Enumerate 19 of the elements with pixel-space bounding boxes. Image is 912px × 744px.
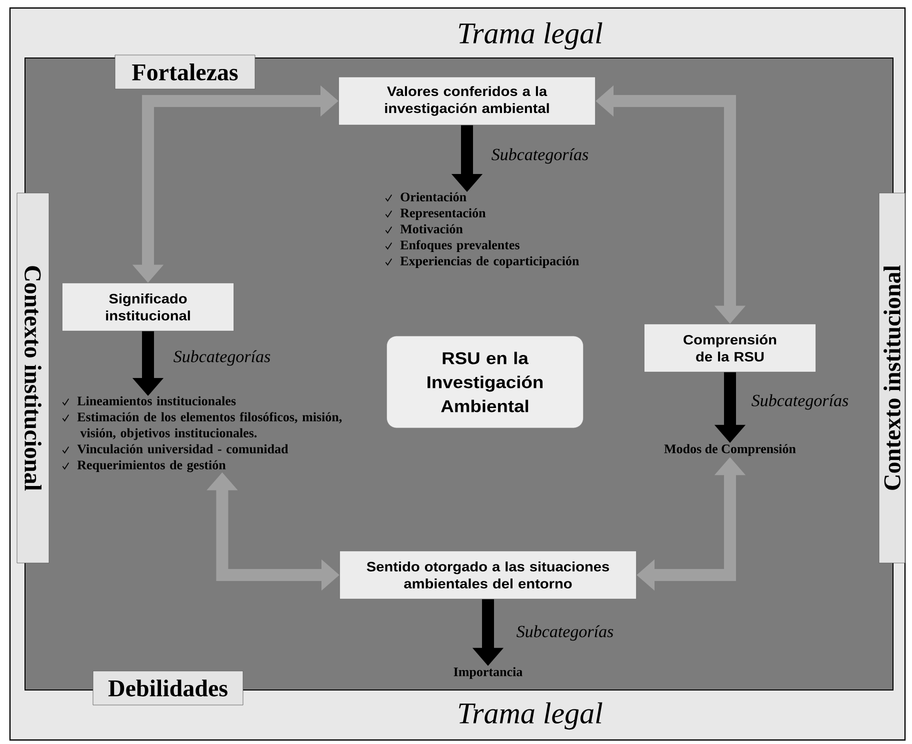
item-text: Modos de Comprensión <box>664 444 796 456</box>
edge-label: Subcategorías <box>516 625 614 641</box>
central-box: RSU en la Investigación Ambiental <box>386 336 584 428</box>
band-title: Trama legal <box>459 702 602 730</box>
side-band: Contexto institucional <box>878 192 906 564</box>
checklist: Lineamientos institucionales Estimación de los elementos filosóficos, misión, visión, objetivos institucionales. Vinculación universidad - comunidad Requerimientos de gestión <box>62 396 342 472</box>
tag-box: Debilidades <box>92 670 244 706</box>
category-box: Significado institucional <box>62 282 234 332</box>
band-title: Trama legal <box>459 22 602 50</box>
category-box: Comprensión de la RSU <box>644 324 816 372</box>
edge-label: Subcategorías <box>492 148 588 164</box>
category-box: Valores conferidos a la investigación ambiental <box>338 76 596 126</box>
checklist: Orientación Representación Motivación Enfoques prevalentes Experiencias de coparticipación <box>385 192 580 268</box>
edge-label: Subcategorías <box>174 350 270 366</box>
edge-label: Subcategorías <box>752 394 848 410</box>
category-box: Sentido otorgado a las situaciones ambientales del entorno <box>339 550 637 600</box>
tag-box: Fortalezas <box>114 54 256 90</box>
side-band: Contexto institucional <box>16 192 50 564</box>
item-text: Importancia <box>454 667 522 679</box>
